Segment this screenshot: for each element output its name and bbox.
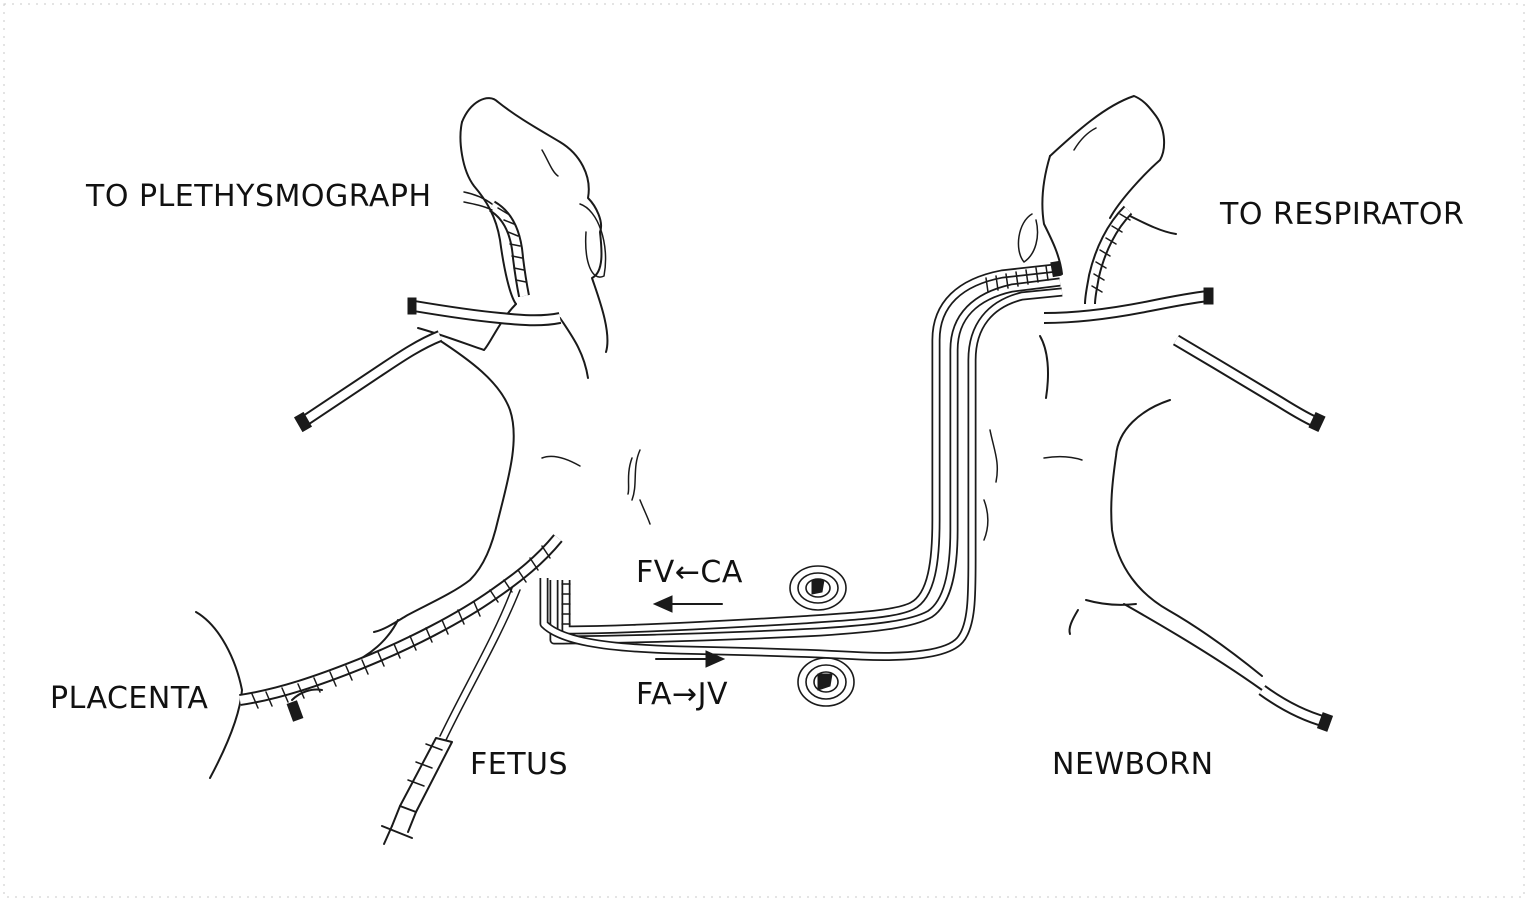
catheter-fa-jv (544, 292, 1062, 656)
scan-border (4, 4, 1524, 897)
plethysmograph-tube (464, 192, 526, 296)
newborn-snout (1042, 156, 1062, 274)
umbilical-cord (240, 538, 558, 721)
flow-arrow-left (654, 596, 722, 612)
newborn-chest (1040, 336, 1048, 398)
coil-upper (790, 566, 846, 610)
fetus-jaw-line (542, 150, 558, 176)
fetus-side-mark (628, 450, 650, 524)
label-to-respirator: TO RESPIRATOR (1219, 197, 1464, 232)
newborn-ear (1018, 214, 1037, 262)
newborn-head-outline (1050, 96, 1164, 218)
fetus-forelimb-catheter (295, 298, 560, 431)
label-fetus: FETUS (470, 747, 568, 782)
fetus-chest-mark (542, 456, 580, 466)
newborn-neck (1130, 216, 1176, 234)
label-fv-ca: FV←CA (636, 555, 743, 590)
label-placenta: PLACENTA (50, 681, 208, 716)
coil-lower (798, 658, 854, 706)
newborn-back (1111, 400, 1262, 676)
label-to-plethysmograph: TO PLETHYSMOGRAPH (85, 179, 432, 214)
newborn-forelimb-catheter (1044, 288, 1332, 731)
fetus-back (560, 318, 588, 378)
newborn-belly-mark (1044, 457, 1082, 460)
newborn-side-mark (984, 430, 997, 540)
label-fa-jv: FA→JV (636, 677, 728, 712)
newborn-lamb (984, 96, 1312, 722)
respirator-tube (1090, 210, 1130, 304)
label-newborn: NEWBORN (1052, 747, 1214, 782)
